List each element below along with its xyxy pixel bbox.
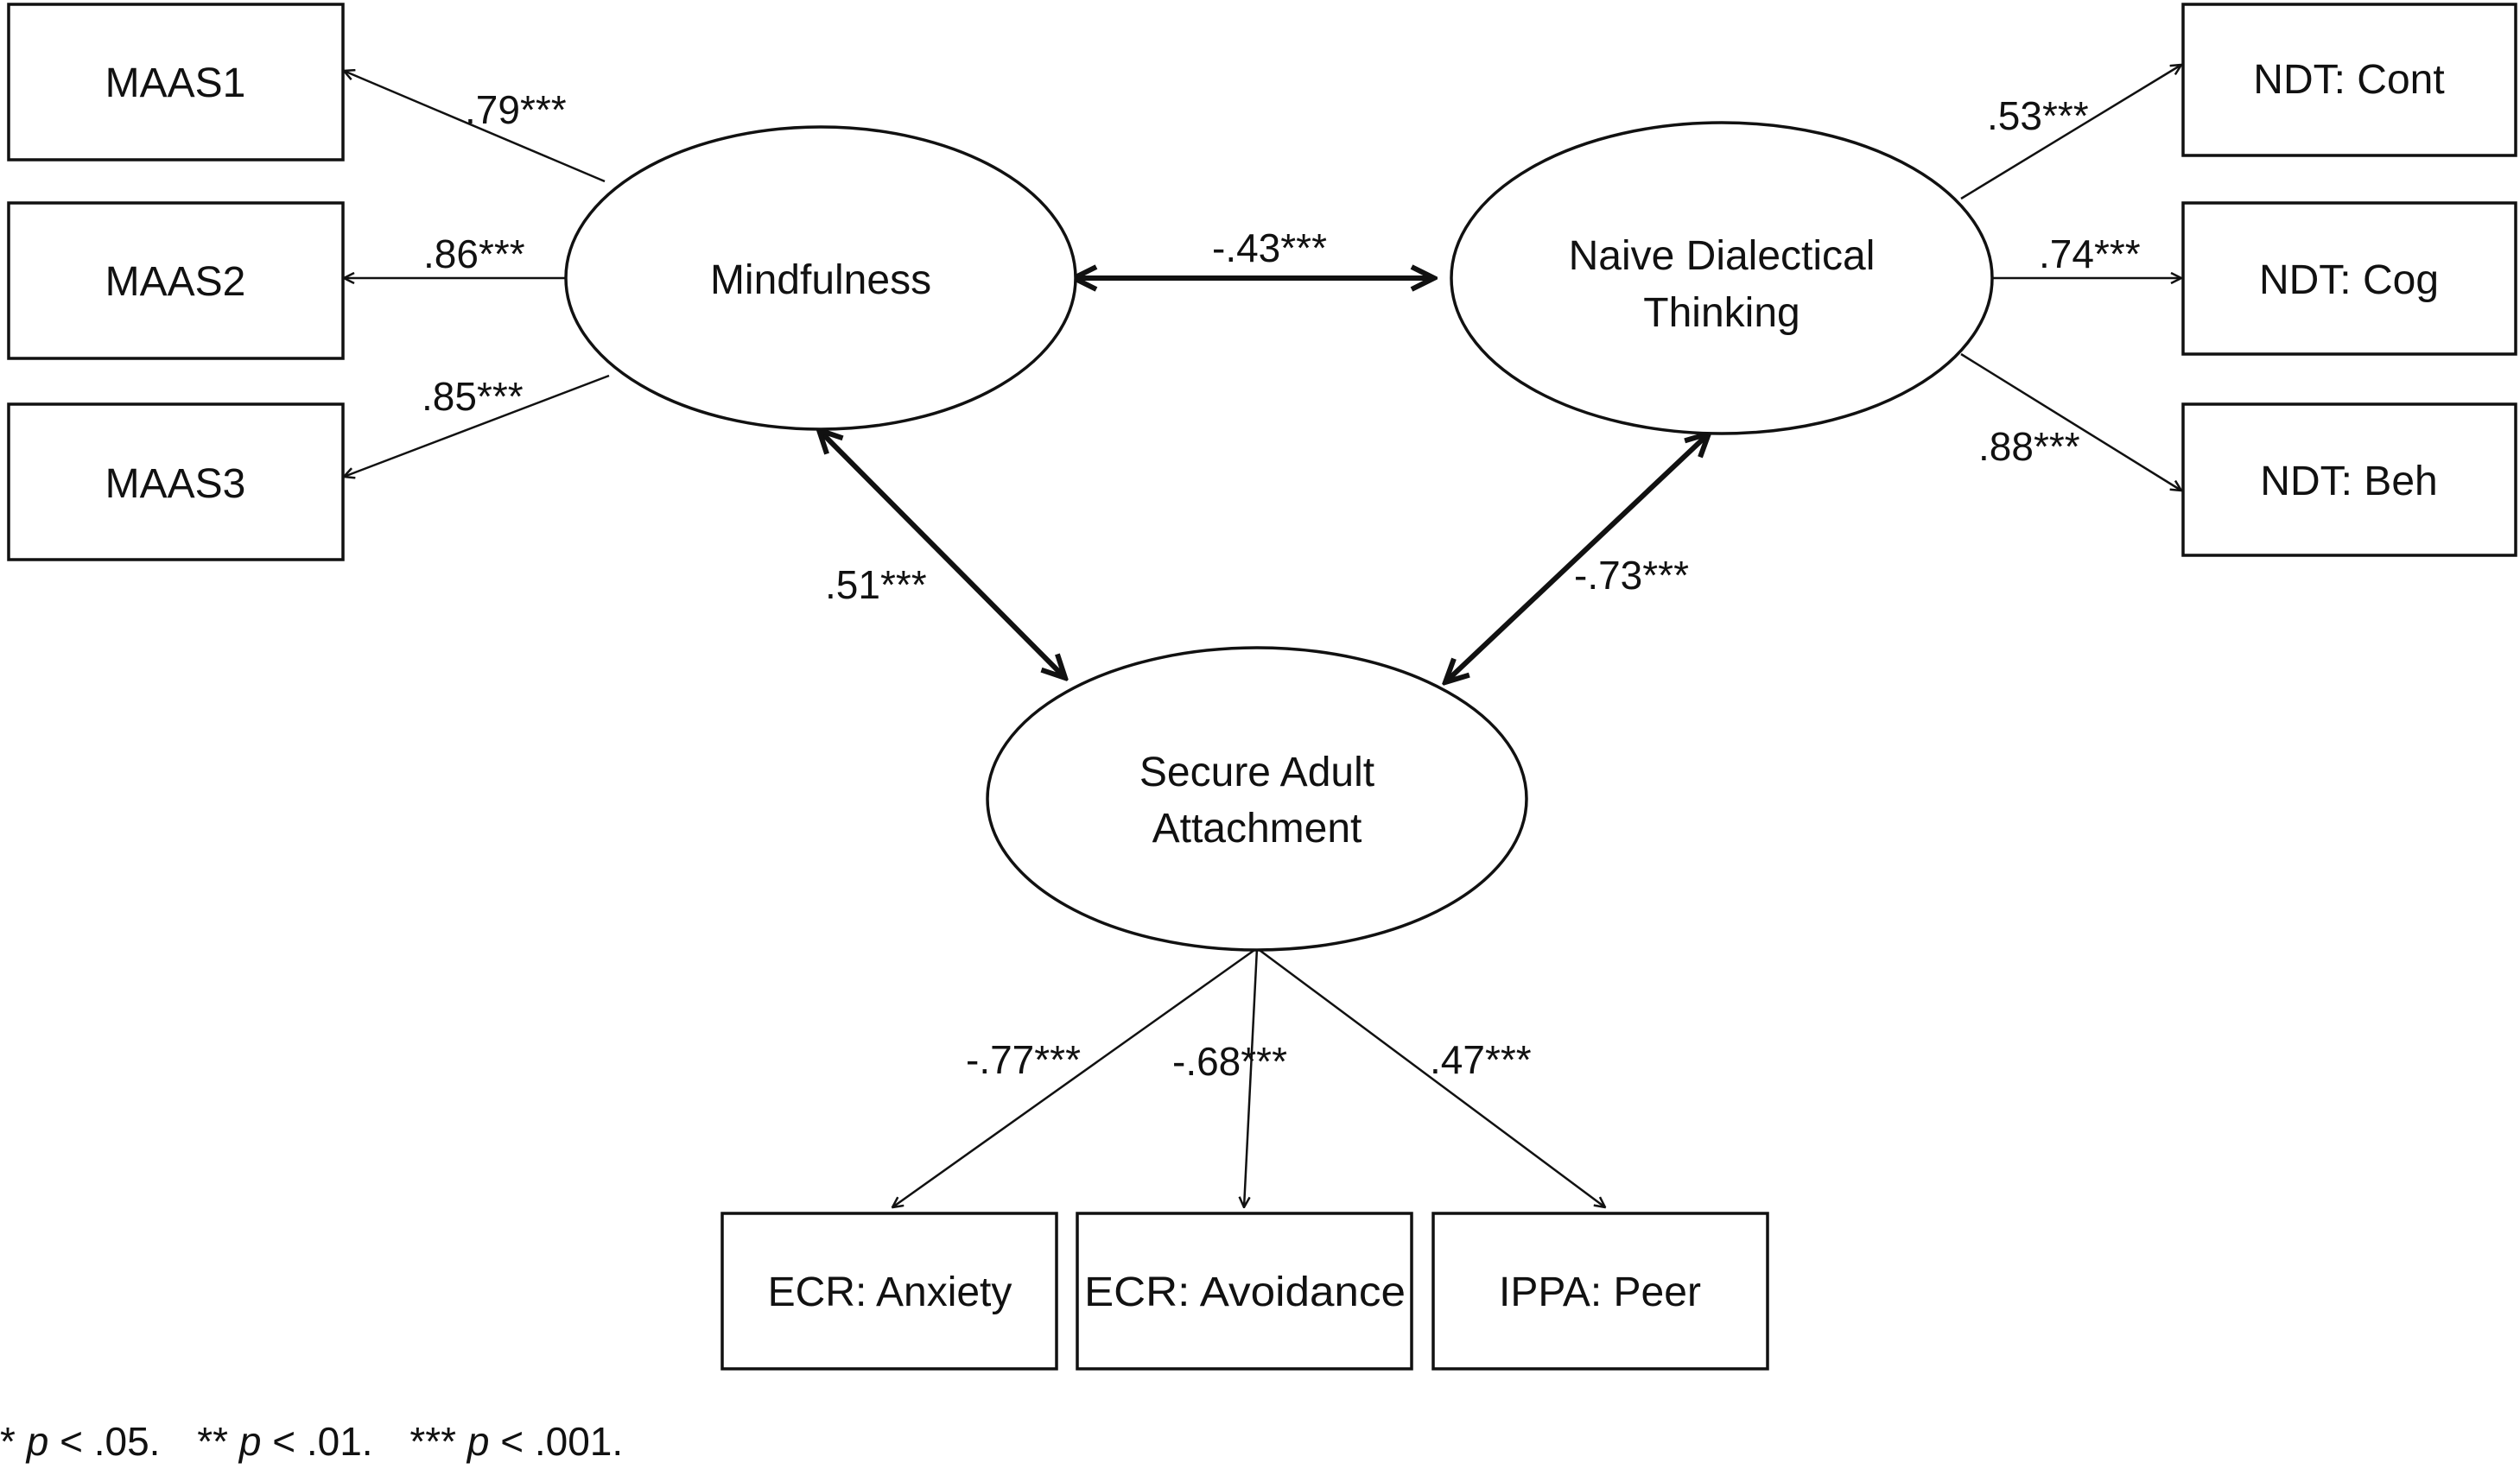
corr-mindfulness-attachment xyxy=(819,430,1065,678)
indicator-ndt-cont: NDT: Cont xyxy=(2181,3,2517,157)
latent-mindfulness: Mindfulness xyxy=(564,125,1077,431)
note-p01-p: p xyxy=(238,1419,262,1464)
indicator-ippa-peer-label: IPPA: Peer xyxy=(1499,1270,1701,1315)
path-attachment-peer xyxy=(1256,947,1605,1207)
indicator-ecr-anxiety-label: ECR: Anxiety xyxy=(768,1270,1012,1315)
note-p05-rest: < .05. xyxy=(60,1419,160,1464)
note-p001-rest: < .001. xyxy=(500,1419,623,1464)
coef-maas1: .79*** xyxy=(465,87,567,132)
indicator-ippa-peer: IPPA: Peer xyxy=(1431,1212,1769,1371)
indicator-maas1-label: MAAS1 xyxy=(105,60,246,106)
path-attachment-anxiety xyxy=(892,947,1258,1207)
note-p01-stars: ** xyxy=(197,1419,228,1464)
indicator-maas2-label: MAAS2 xyxy=(105,259,246,305)
note-p05-stars: * xyxy=(0,1419,16,1464)
note-p01-rest: < .01. xyxy=(272,1419,372,1464)
indicator-maas1: MAAS1 xyxy=(7,3,345,161)
coef-ecr-anxiety: -.77*** xyxy=(966,1037,1081,1082)
path-mindfulness-maas3 xyxy=(344,374,610,477)
latent-ndt-label-line2: Thinking xyxy=(1643,290,1800,336)
indicator-ecr-avoidance-label: ECR: Avoidance xyxy=(1084,1270,1406,1315)
significance-note: * p < .05. ** p < .01. *** p < .001. xyxy=(0,1419,623,1464)
indicator-ndt-cog: NDT: Cog xyxy=(2181,201,2517,356)
coef-ndt-cog: .74*** xyxy=(2039,231,2141,276)
indicator-ecr-avoidance: ECR: Avoidance xyxy=(1076,1212,1413,1371)
indicator-maas2: MAAS2 xyxy=(7,201,345,360)
indicator-ecr-anxiety: ECR: Anxiety xyxy=(720,1212,1058,1371)
path-attachment-avoidance xyxy=(1244,947,1259,1207)
coef-maas3: .85*** xyxy=(422,374,524,419)
latent-ndt: Naive Dialectical Thinking xyxy=(1450,121,1994,435)
corr-label-mindfulness-ndt: -.43*** xyxy=(1212,225,1327,270)
path-ndt-beh xyxy=(1960,352,2181,491)
latent-attachment-label-line1: Secure Adult xyxy=(1139,750,1374,795)
corr-label-ndt-attachment: -.73*** xyxy=(1574,553,1689,598)
indicator-ndt-beh-label: NDT: Beh xyxy=(2260,459,2437,504)
coef-ndt-beh: .88*** xyxy=(1978,424,2080,469)
indicator-ndt-cog-label: NDT: Cog xyxy=(2259,257,2439,303)
note-p001-stars: *** xyxy=(409,1419,456,1464)
path-ndt-cont xyxy=(1960,65,2181,200)
latent-mindfulness-label: Mindfulness xyxy=(710,257,931,303)
latent-attachment: Secure Adult Attachment xyxy=(986,646,1528,952)
indicator-ndt-beh: NDT: Beh xyxy=(2181,402,2517,557)
latent-attachment-label-line2: Attachment xyxy=(1152,806,1362,852)
coef-ecr-avoidance: -.68*** xyxy=(1172,1039,1287,1084)
indicator-ndt-cont-label: NDT: Cont xyxy=(2253,57,2444,103)
note-p001-p: p xyxy=(466,1419,490,1464)
path-mindfulness-maas1 xyxy=(344,71,606,183)
coef-ndt-cont: .53*** xyxy=(1987,93,2089,138)
indicator-maas3-label: MAAS3 xyxy=(105,461,246,507)
coef-ippa-peer: .47*** xyxy=(1430,1037,1532,1082)
corr-label-mindfulness-attachment: .51*** xyxy=(825,562,927,607)
indicator-maas3: MAAS3 xyxy=(7,402,345,561)
note-p05-p: p xyxy=(25,1419,49,1464)
latent-ndt-label-line1: Naive Dialectical xyxy=(1569,233,1876,279)
coef-maas2: .86*** xyxy=(423,231,525,276)
corr-ndt-attachment xyxy=(1445,434,1709,682)
